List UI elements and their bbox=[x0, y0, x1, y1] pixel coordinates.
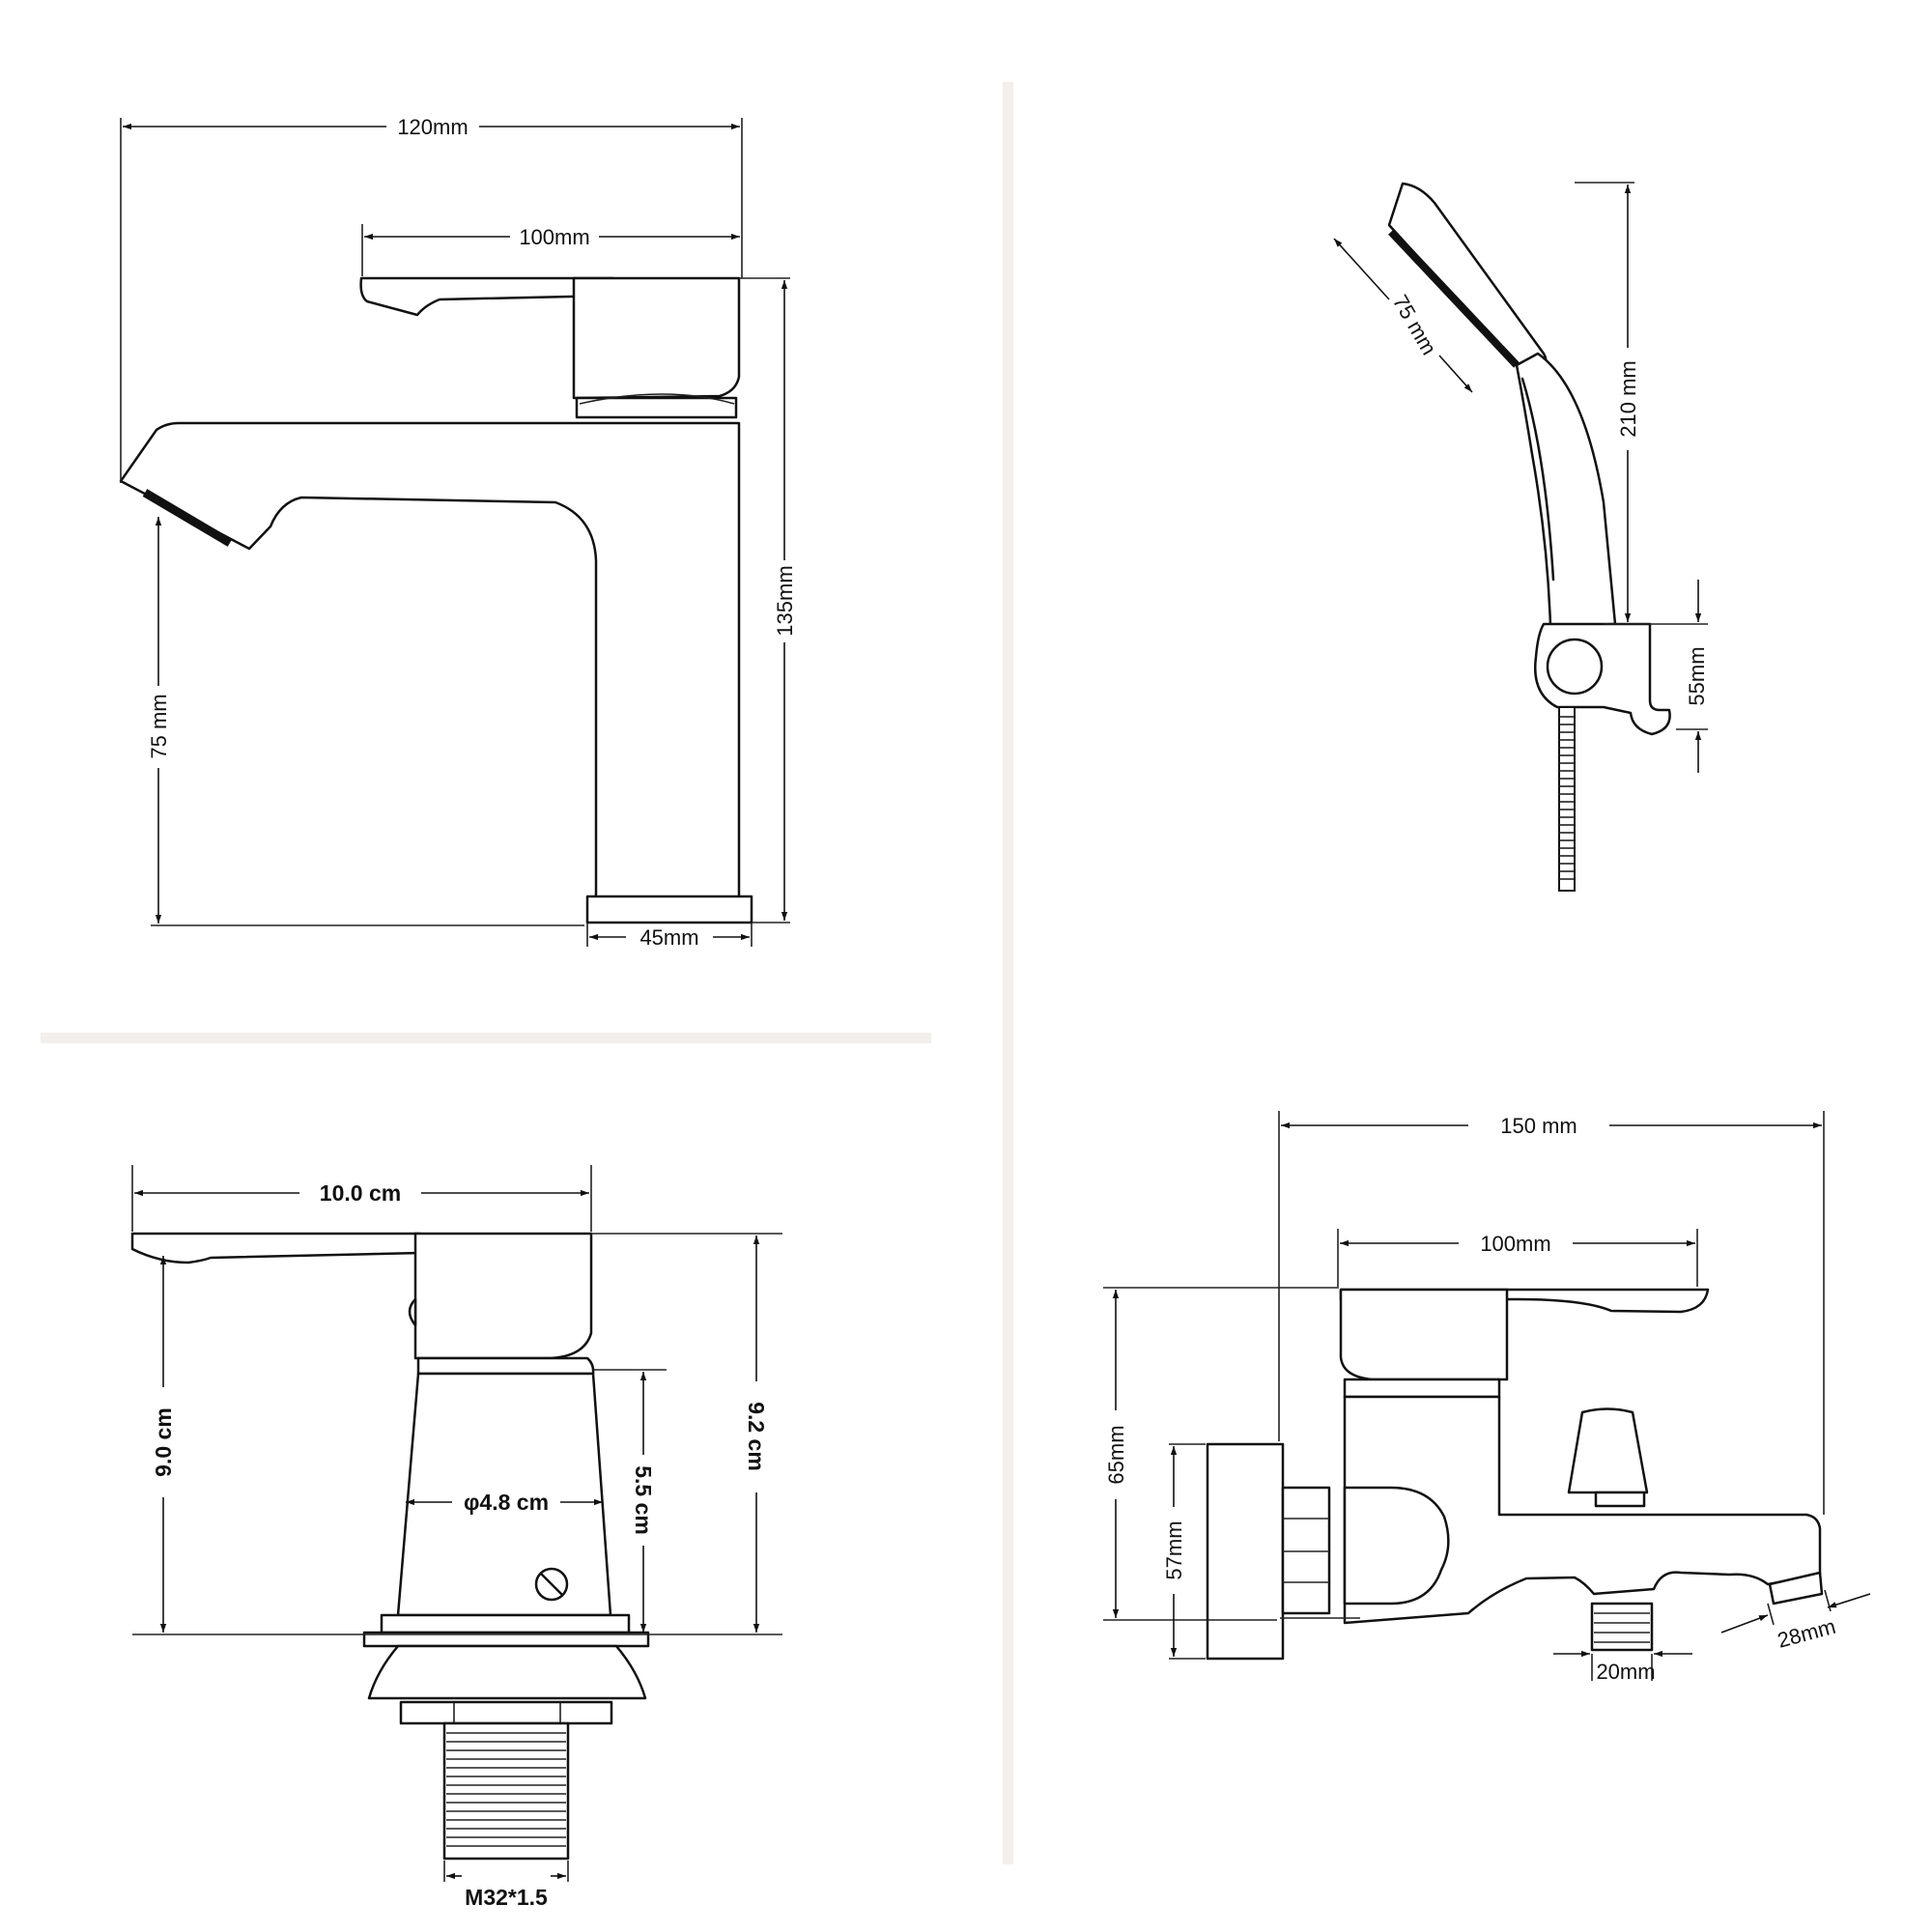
dim-label-body-height: 5.5 cm bbox=[631, 1465, 656, 1535]
dim-label-base-width: 45mm bbox=[639, 925, 698, 950]
horizontal-separator bbox=[41, 1033, 931, 1043]
dim-label-height-total: 135mm bbox=[773, 565, 797, 636]
basin-faucet-side-view: 120mm 100mm 135mm 75 mm 45mm bbox=[119, 115, 797, 950]
dim-label-spout-height: 75 mm bbox=[147, 694, 171, 758]
dim-label-holder-height: 55mm bbox=[1685, 646, 1709, 705]
dim-label-handle-length: 10.0 cm bbox=[320, 1180, 401, 1206]
shank-thread-lines bbox=[446, 1732, 566, 1847]
dim-label-thread: M32*1.5 bbox=[465, 1885, 548, 1910]
dim-label-outlet-width: 20mm bbox=[1596, 1660, 1655, 1684]
rod-thread-lines bbox=[1559, 716, 1575, 880]
dim-label-height-total: 65mm bbox=[1104, 1425, 1128, 1484]
dim-label-body-diameter: φ4.8 cm bbox=[464, 1490, 549, 1515]
dim-label-width-handle: 100mm bbox=[1480, 1232, 1550, 1256]
vertical-separator bbox=[1003, 82, 1013, 1864]
dim-label-height-left: 9.0 cm bbox=[151, 1407, 176, 1477]
hand-shower-view: 75 mm 210 mm 55mm bbox=[1333, 182, 1709, 892]
dim-label-height: 210 mm bbox=[1616, 360, 1640, 437]
threaded-rod bbox=[1558, 706, 1576, 892]
dim-label-width-total: 150 mm bbox=[1500, 1114, 1577, 1138]
basin-faucet-front-view: 10.0 cm 9.0 cm 9.2 cm 5.5 cm φ4.8 cm M32… bbox=[130, 1165, 782, 1910]
dim-label-width-total: 120mm bbox=[397, 115, 468, 139]
bath-mixer-view: 150 mm 100mm 65mm 57mm 20mm 28mm bbox=[1103, 1111, 1871, 1684]
dim-label-width-handle: 100mm bbox=[519, 225, 589, 249]
dim-label-head-width: 75 mm bbox=[1388, 291, 1441, 359]
dim-label-spout-width: 28mm bbox=[1775, 1614, 1838, 1653]
dim-label-height-right: 9.2 cm bbox=[744, 1402, 769, 1471]
dim-label-flange-height: 57mm bbox=[1162, 1520, 1186, 1579]
